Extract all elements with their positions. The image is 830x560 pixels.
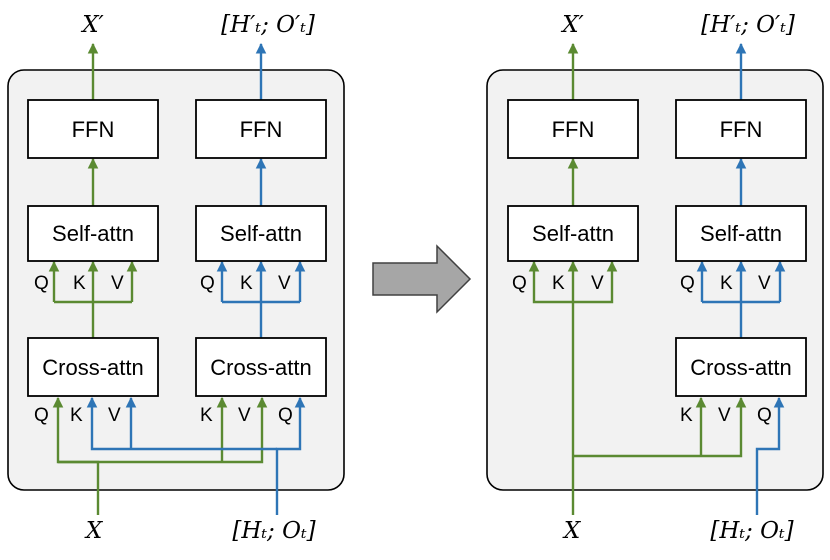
before-cross-left-v: V (108, 405, 121, 426)
before-self-right-v: V (278, 273, 291, 294)
before-cross-left-q: Q (34, 405, 49, 426)
after-self-right-v: V (758, 273, 771, 294)
before-cross-attn-right-label: Cross-attn (210, 355, 311, 380)
after-self-attn-left-box (507, 205, 639, 262)
after-self-left-q: Q (512, 273, 527, 294)
after-green-wires (528, 42, 747, 515)
before-self-left-v: V (111, 273, 124, 294)
before-self-attn-right-box (195, 205, 327, 262)
before-cross-left-k: K (70, 405, 83, 426)
before-self-attn-left-box (27, 205, 159, 262)
before-self-left-q: Q (34, 273, 49, 294)
after-input-ho: [Hₜ; Oₜ] (710, 518, 793, 544)
after-cross-right-q: Q (757, 405, 772, 426)
before-self-attn-left-label: Self-attn (52, 221, 134, 246)
before-ffn-left-box (27, 99, 159, 159)
before-cross-right-q: Q (278, 405, 293, 426)
after-blue-wires (696, 42, 786, 515)
before-ffn-left-label: FFN (72, 117, 115, 142)
after-self-attn-right-box (675, 205, 807, 262)
after-cross-attn-right-box (675, 337, 807, 397)
after-self-right-q: Q (680, 273, 695, 294)
after-output-x: X′ (560, 12, 584, 38)
before-cross-attn-left-label: Cross-attn (42, 355, 143, 380)
after-self-left-v: V (591, 273, 604, 294)
after-ffn-left-label: FFN (552, 117, 595, 142)
before-input-x: X (84, 518, 104, 544)
before-self-attn-right-label: Self-attn (220, 221, 302, 246)
before-cross-right-v: V (238, 405, 251, 426)
before-ffn-right-box (195, 99, 327, 159)
after-cross-right-k: K (680, 405, 693, 426)
before-green-wires (48, 42, 268, 515)
after-input-x: X (562, 518, 582, 544)
before-self-right-k: K (240, 273, 253, 294)
before-blue-wires (86, 42, 306, 515)
transform-arrow-icon (372, 244, 472, 314)
before-self-left-k: K (73, 273, 86, 294)
before-cross-right-k: K (200, 405, 213, 426)
before-input-ho: [Hₜ; Oₜ] (232, 518, 315, 544)
before-ffn-right-label: FFN (240, 117, 283, 142)
after-cross-right-v: V (718, 405, 731, 426)
before-self-right-q: Q (200, 273, 215, 294)
before-output-x: X′ (80, 12, 104, 38)
after-self-right-k: K (720, 273, 733, 294)
after-self-attn-right-label: Self-attn (700, 221, 782, 246)
after-cross-attn-right-label: Cross-attn (690, 355, 791, 380)
after-ffn-right-label: FFN (720, 117, 763, 142)
before-cross-attn-right-box (195, 337, 327, 397)
after-ffn-left-box (507, 99, 639, 159)
before-output-ho: [H′ₜ; O′ₜ] (221, 12, 315, 38)
after-output-ho: [H′ₜ; O′ₜ] (701, 12, 795, 38)
after-ffn-right-box (675, 99, 807, 159)
before-cross-attn-left-box (27, 337, 159, 397)
after-self-attn-left-label: Self-attn (532, 221, 614, 246)
after-self-left-k: K (552, 273, 565, 294)
